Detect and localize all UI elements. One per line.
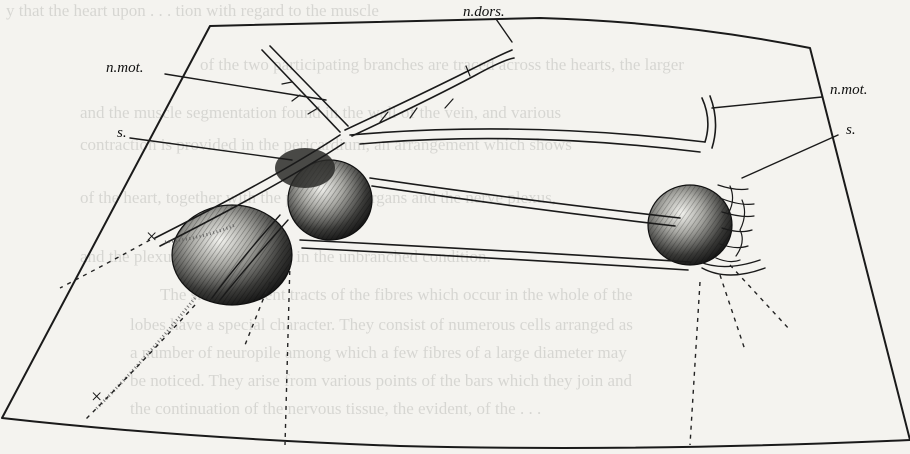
bg-line-10: the continuation of the nervous tissue, … bbox=[130, 399, 541, 418]
label-n-mot-left: n.mot. bbox=[106, 60, 144, 76]
label-n-mot-right: n.mot. bbox=[830, 82, 868, 98]
bg-line-7: lobes have a special character. They con… bbox=[130, 315, 633, 334]
bg-line-1: of the two participating branches are tr… bbox=[200, 55, 684, 74]
bg-line-0: y that the heart upon . . . tion with re… bbox=[6, 1, 379, 20]
label-s-left: s. bbox=[117, 125, 127, 141]
cross-marker-upper: × bbox=[146, 226, 157, 248]
bg-line-8: a number of neuropile among which a few … bbox=[130, 343, 627, 362]
cross-marker-lower: × bbox=[91, 386, 102, 408]
bg-line-9: be noticed. They arise from various poin… bbox=[130, 371, 633, 390]
leader-lines bbox=[130, 19, 838, 178]
label-n-dors: n.dors. bbox=[463, 4, 505, 20]
label-s-right: s. bbox=[846, 122, 856, 138]
left-ganglion-mass bbox=[172, 148, 372, 305]
